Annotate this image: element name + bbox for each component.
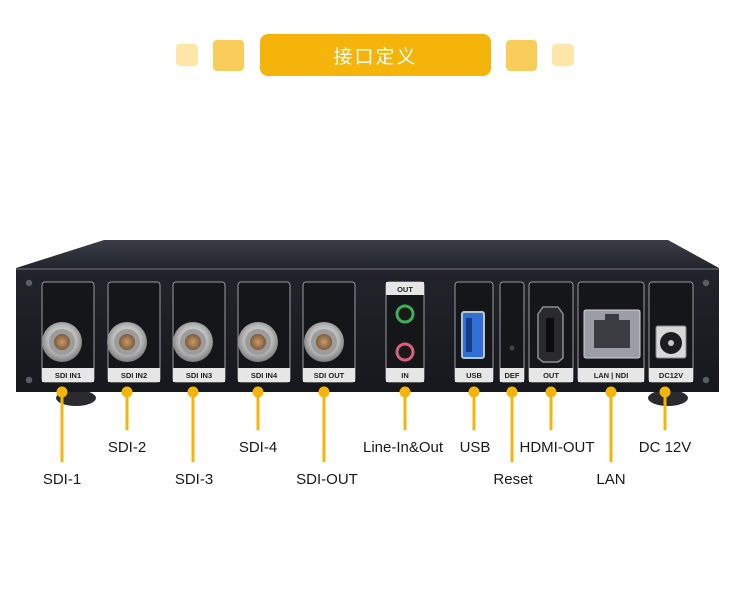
usb-panel [454, 281, 494, 383]
header-decor-square-small-left [176, 44, 198, 66]
callout-sdi3: SDI-3 [174, 471, 214, 488]
hdmi-panel [528, 281, 574, 383]
sdi-panel-in2 [107, 281, 161, 383]
screw [702, 279, 710, 287]
panel-label-hdmi: OUT [543, 371, 559, 380]
callout-reset: Reset [493, 471, 533, 488]
panel-label-dc: DC12V [659, 371, 683, 380]
panel-label-lan: LAN | NDI [594, 371, 629, 380]
callout-line-in-out: Line-In&Out [362, 439, 444, 456]
reset-pinhole [509, 345, 515, 351]
audio-in-jack [395, 342, 415, 362]
callout-hdmi-out: HDMI-OUT [519, 439, 595, 456]
header-decor-square-small-right [552, 44, 574, 66]
sdi-panel-in3 [172, 281, 226, 383]
audio-panel [385, 281, 425, 383]
page-title: 接口定义 [260, 34, 491, 76]
audio-out-jack [395, 304, 415, 324]
panel-label-def: DEF [505, 371, 520, 380]
dc-panel [648, 281, 694, 383]
panel-label-sdi-in2: SDI IN2 [121, 371, 147, 380]
callout-sdi1: SDI-1 [42, 471, 82, 488]
callout-lan: LAN [596, 471, 626, 488]
panel-label-sdi-in3: SDI IN3 [186, 371, 212, 380]
sdi-panel-in1 [41, 281, 95, 383]
header-decor-square-left [213, 40, 244, 71]
panel-label-sdi-out: SDI OUT [314, 371, 345, 380]
sdi-panel-out [302, 281, 356, 383]
device-foot-right [648, 390, 688, 406]
lan-panel [577, 281, 645, 383]
panel-label-sdi-in1: SDI IN1 [55, 371, 81, 380]
panel-label-sdi-in4: SDI IN4 [251, 371, 278, 380]
callout-sdi2: SDI-2 [107, 439, 147, 456]
device-top-face [16, 240, 719, 268]
callout-sdi-out: SDI-OUT [296, 471, 358, 488]
screw [25, 279, 33, 287]
callout-sdi4: SDI-4 [238, 439, 278, 456]
panel-label-audio-out: OUT [397, 285, 413, 294]
sdi-panel-in4 [237, 281, 291, 383]
panel-label-audio-in: IN [401, 371, 409, 380]
screw [702, 376, 710, 384]
header-decor-square-right [506, 40, 537, 71]
panel-label-usb: USB [466, 371, 482, 380]
callout-usb: USB [459, 439, 491, 456]
def-panel [499, 281, 525, 383]
callout-dc: DC 12V [638, 439, 692, 456]
screw [25, 376, 33, 384]
